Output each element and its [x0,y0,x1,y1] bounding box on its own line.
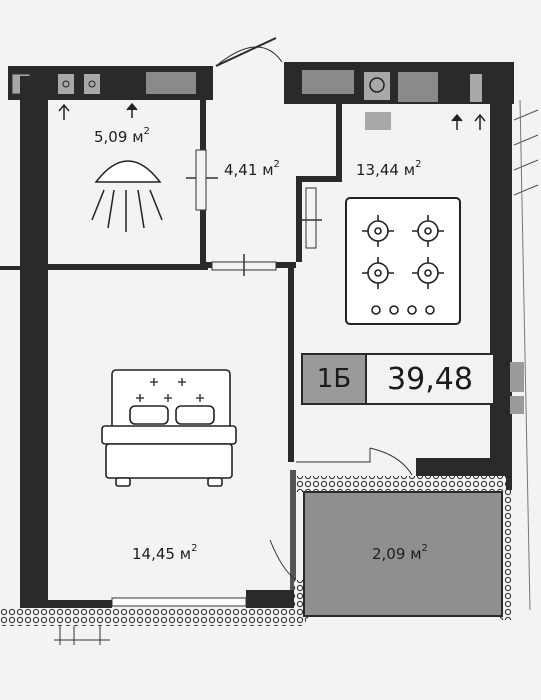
vent-shaft [470,74,482,102]
room-area-hallway: 4,41 м2 [224,159,280,179]
area-unit-sup: 2 [273,159,280,170]
arrow-up-icon [58,102,486,130]
vent-circle [88,80,96,88]
vent-shaft [398,72,438,102]
area-unit: м [403,161,416,179]
door-balcony [296,448,371,463]
area-value: 13,44 [356,161,399,179]
vent-shaft [146,72,196,94]
window [510,396,524,414]
vent-shaft [365,112,391,130]
room-area-bedroom: 14,45 м2 [132,543,198,563]
unit-badge: 1Б 39,48 [301,353,495,405]
unit-code: 1Б [303,355,367,403]
vent-shaft [58,74,74,94]
area-unit-sup: 2 [415,159,422,170]
wall-hall-right [336,102,342,182]
vent-circle [62,80,70,88]
wall-hall-step [296,176,342,182]
wall-left [20,76,48,616]
area-unit: м [262,161,274,179]
window [510,362,524,392]
wall-kitchen-bottom [416,458,496,476]
shower-icon [91,160,163,232]
area-unit-sup: 2 [143,126,150,137]
vent-shaft [302,70,354,94]
room-area-kitchen: 13,44 м2 [356,159,422,179]
wall-hall-lower [296,176,302,262]
vent-circle [369,77,385,93]
wall-bath-bottom [48,264,208,270]
area-unit: м [132,128,144,146]
tile-strip [296,476,506,492]
area-value: 14,45 [132,545,175,563]
bed-icon [101,369,237,487]
room-area-bathroom: 5,09 м2 [94,126,150,146]
area-unit-sup: 2 [191,543,198,554]
cooktop-icon [345,197,461,325]
area-value: 2,09 [372,545,406,563]
entry-door [215,37,277,67]
room-area-balcony: 2,09 м2 [372,543,428,563]
window-bottom [111,597,247,607]
door-kitchen [305,187,317,249]
vent-shaft [84,74,100,94]
vent-shaft [364,72,390,100]
wall-bottom-mid [246,590,296,612]
unit-total-area: 39,48 [387,361,473,397]
area-unit: м [410,545,422,563]
wall-bed-kitchen [288,262,294,462]
balcony-floor [303,491,503,617]
area-unit-sup: 2 [421,543,428,554]
wall-bed-balcony [290,470,296,610]
area-value: 5,09 [94,128,128,146]
area-unit: м [179,545,192,563]
wall-left-stub [0,266,22,270]
tile-strip [0,608,306,626]
area-value: 4,41 [224,161,258,179]
